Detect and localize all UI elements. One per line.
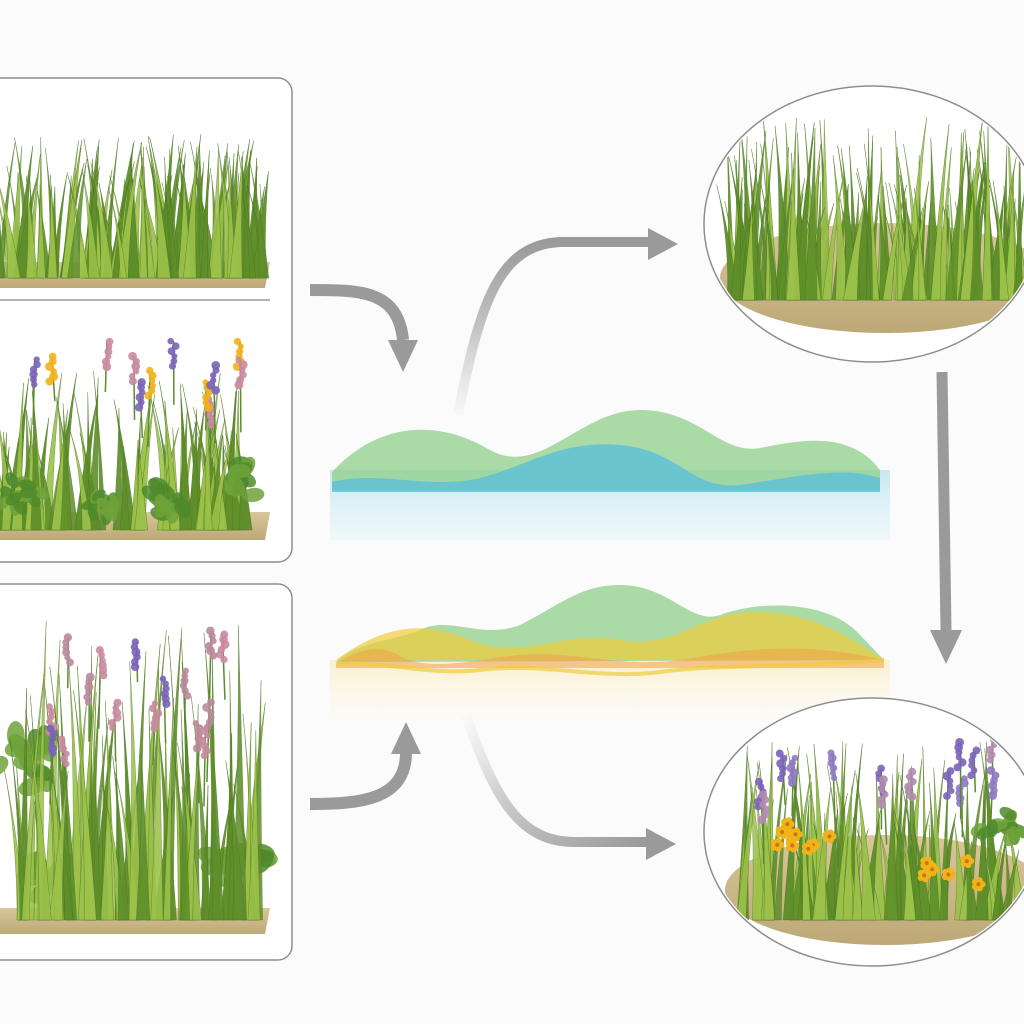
wildflowers — [45, 626, 230, 807]
leafy-plant — [81, 489, 120, 526]
leafy-plant — [0, 472, 49, 517]
arrow-water-wave-to-grass-outcome — [453, 228, 678, 416]
diverse-meadow-panel — [0, 583, 293, 961]
grass-blades — [0, 134, 270, 279]
arrow-grass-outcome-to-wildflower-outcome — [930, 371, 962, 664]
grass-blades — [716, 115, 1024, 301]
wildflowers — [29, 337, 248, 472]
mixed-meadow-panel — [0, 337, 270, 540]
grass-outcome-ellipse — [703, 85, 1024, 363]
yellow-flowers — [770, 817, 837, 856]
arrow-sunlight-wave-to-wildflower-outcome — [461, 713, 676, 860]
water-wave-band — [330, 410, 890, 540]
arrow-top-panel-to-water-wave — [309, 284, 418, 372]
leafy-plant — [141, 477, 192, 524]
wildflower-outcome-ellipse — [703, 697, 1024, 967]
arrow-bottom-panel-to-sunlight-wave — [309, 722, 421, 810]
flow-arrows — [309, 228, 962, 860]
leafy-plant — [224, 456, 265, 503]
wildflowers — [753, 731, 1000, 865]
leafy-plant — [970, 806, 1024, 847]
yellow-flowers — [917, 854, 986, 892]
sunlight-wave-band — [330, 585, 890, 720]
